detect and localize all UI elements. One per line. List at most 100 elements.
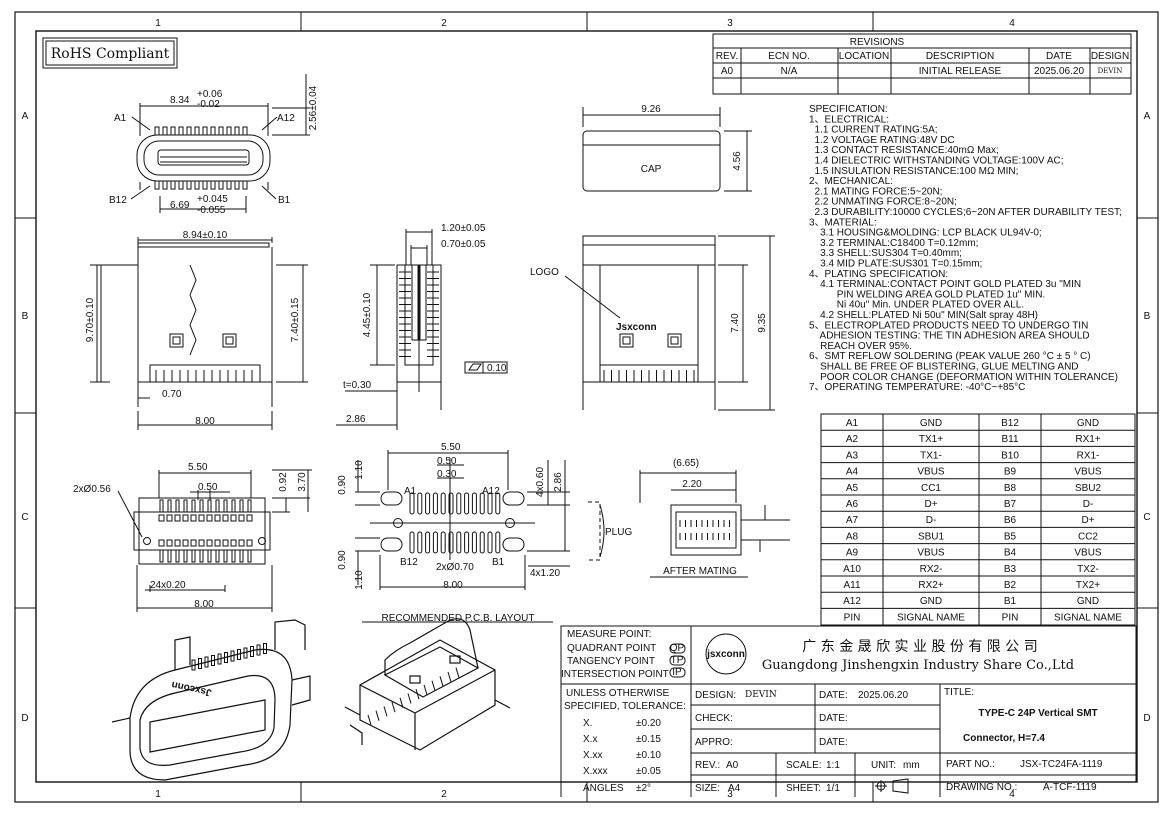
pcb-pad-top bbox=[456, 492, 462, 515]
iso1-pin bbox=[217, 653, 222, 665]
front-pin-top bbox=[242, 126, 248, 136]
front-pin-top bbox=[178, 126, 184, 136]
pin-table-cell: VBUS bbox=[917, 548, 945, 559]
rohs-box bbox=[42, 37, 178, 69]
label-a1: A1 bbox=[114, 113, 127, 124]
pcb-label-a1: A1 bbox=[404, 486, 417, 497]
spec-line: SPECIFICATION: bbox=[809, 104, 888, 115]
iso1-pin bbox=[250, 646, 254, 657]
zone-col-4-bottom: 4 bbox=[1009, 789, 1015, 800]
pin-table-cell: VBUS bbox=[1074, 548, 1102, 559]
zone-col-4-top: 4 bbox=[1009, 18, 1015, 29]
pcb-pad-bottom bbox=[440, 531, 446, 554]
bottom-contact bbox=[174, 539, 181, 547]
zone-col-2-bottom: 2 bbox=[441, 789, 447, 800]
pcb-pad-top bbox=[409, 492, 415, 515]
front-pin-top bbox=[218, 126, 224, 136]
tol-xxxx-label: X.xxx bbox=[583, 766, 607, 777]
dim-bot-550: 5.50 bbox=[188, 462, 208, 473]
pcb-label-a12: A12 bbox=[482, 486, 500, 497]
pin-table-cell: CC2 bbox=[1078, 531, 1098, 542]
rev-col-location: LOCATION bbox=[839, 51, 889, 62]
pin-table-cell: D+ bbox=[924, 499, 937, 510]
bottom-contact bbox=[182, 514, 189, 522]
zone-col-3-top: 3 bbox=[727, 18, 733, 29]
bottom-pin-bottom bbox=[223, 549, 228, 563]
iso1-pin bbox=[224, 652, 228, 663]
spec-line: POOR COLOR CHANGE (DEFORMATION WITHIN TO… bbox=[809, 372, 1118, 383]
pcb-pad-bottom bbox=[432, 531, 438, 554]
pin-table-cell: GND bbox=[1077, 596, 1099, 607]
spec-line: 2.3 DURABILITY:10000 CYCLES;6~20N AFTER … bbox=[809, 207, 1122, 218]
spec-line: Ni 40u" Min. UNDER PLATED OVER ALL. bbox=[809, 300, 1024, 311]
specification-text: SPECIFICATION:1、ELECTRICAL: 1.1 CURRENT … bbox=[809, 104, 1122, 393]
pin-table-cell: CC1 bbox=[921, 483, 941, 494]
front-pin-top bbox=[186, 126, 192, 136]
pcb-pad-top bbox=[417, 492, 423, 515]
bottom-pin-top bbox=[183, 499, 188, 513]
pin-table-cell: GND bbox=[920, 596, 942, 607]
bottom-pin-top bbox=[215, 499, 220, 513]
date-value: 2025.06.20 bbox=[858, 690, 908, 701]
bottom-contact bbox=[190, 539, 197, 547]
pin-table-cell: A1 bbox=[846, 418, 859, 429]
spec-line: 1.3 CONTACT RESISTANCE:40mΩ Max; bbox=[809, 145, 999, 156]
drawing-value: A-TCF-1119 bbox=[1043, 782, 1097, 793]
iso2-pin bbox=[407, 693, 412, 704]
bottom-contact bbox=[214, 539, 221, 547]
spec-line: 4、PLATING SPECIFICATION: bbox=[809, 269, 948, 280]
bottom-contact bbox=[230, 514, 237, 522]
dim-side-800: 8.00 bbox=[195, 416, 215, 427]
dim-front-bottom: 6.69 bbox=[170, 200, 190, 211]
dim-mate-665: (6.65) bbox=[673, 458, 699, 469]
cap-label: CAP bbox=[641, 164, 662, 175]
date-label-3: DATE: bbox=[819, 737, 848, 748]
tol-angles-value: ±2° bbox=[636, 783, 651, 794]
pin-table-cell: B10 bbox=[1001, 450, 1019, 461]
bottom-contact bbox=[190, 514, 197, 522]
dim-side-right: 7.40±0.15 bbox=[290, 297, 301, 342]
pin-table-cell: GND bbox=[920, 418, 942, 429]
pcb-pad-bottom bbox=[464, 531, 470, 554]
iso2-pin bbox=[423, 684, 428, 696]
pin-table-cell: A4 bbox=[846, 467, 859, 478]
front-view-pins-top bbox=[154, 126, 248, 136]
spec-line: 2、MECHANICAL: bbox=[809, 176, 893, 187]
bottom-pin-bottom bbox=[215, 549, 220, 563]
spec-line: 1、ELECTRICAL: bbox=[809, 114, 889, 125]
rev-col-design: DESIGN bbox=[1091, 51, 1129, 62]
iso2-pin bbox=[447, 671, 452, 683]
dim-mid-286: 2.86 bbox=[346, 414, 366, 425]
pin-table-cell: B1 bbox=[1004, 596, 1017, 607]
bottom-pin-top bbox=[175, 499, 180, 513]
dim-pcb-090b: 0.90 bbox=[337, 550, 348, 570]
date-label-1: DATE: bbox=[819, 690, 848, 701]
dim-pcb-050: 0.50 bbox=[437, 456, 457, 467]
section-view bbox=[336, 229, 508, 430]
bottom-contact bbox=[158, 539, 165, 547]
zone-col-1-top: 1 bbox=[155, 18, 161, 29]
company-logo: jsxconn bbox=[706, 649, 745, 660]
front-pin-bottom bbox=[202, 180, 208, 190]
spec-line: 1.1 CURRENT RATING:5A; bbox=[809, 125, 938, 136]
spec-line: ADHESION TESTING: THE TIN ADHESION AREA … bbox=[809, 331, 1090, 342]
dim-side-top: 8.94±0.10 bbox=[183, 230, 228, 241]
bottom-pin-top bbox=[191, 499, 196, 513]
pin-table-cell: VBUS bbox=[1074, 467, 1102, 478]
dim-front-right: 2.56±0.04 bbox=[308, 85, 319, 130]
bottom-contact bbox=[246, 539, 253, 547]
bottom-contact bbox=[158, 514, 165, 522]
tol-angles-label: ANGLES bbox=[583, 783, 624, 794]
spec-line: 4.2 SHELL:PLATED Ni 50u" MIN(Salt spray … bbox=[809, 310, 1038, 321]
bottom-contact bbox=[238, 514, 245, 522]
tolerance-head-2: SPECIFIED, TOLERANCE: bbox=[564, 701, 686, 712]
pin-table-cell: GND bbox=[1077, 418, 1099, 429]
front-view bbox=[130, 74, 310, 213]
zone-row-a-left: A bbox=[22, 111, 29, 122]
pin-table-cell: B8 bbox=[1004, 483, 1017, 494]
design-value: DEVIN bbox=[745, 690, 777, 700]
pin-table-cell: B6 bbox=[1004, 515, 1017, 526]
isometric-view-2-pins bbox=[367, 667, 460, 726]
iso2-pin bbox=[399, 697, 404, 708]
pin-table-cell: B4 bbox=[1004, 548, 1017, 559]
